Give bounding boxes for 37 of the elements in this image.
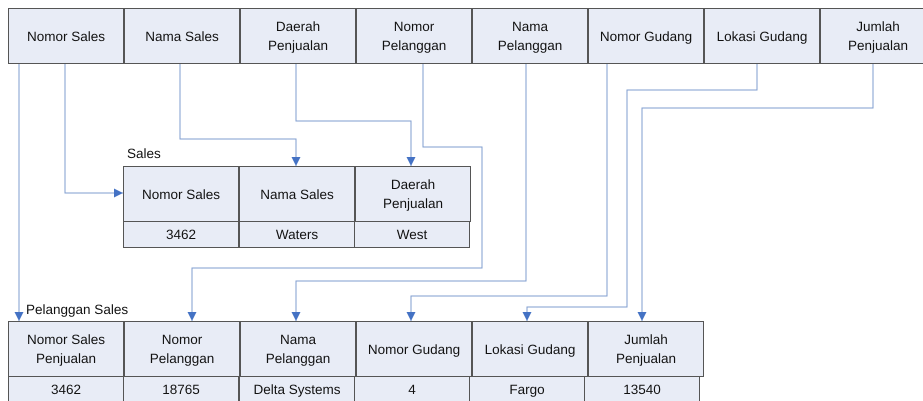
table-cell: 13540 <box>584 376 700 401</box>
arrow <box>522 64 758 322</box>
arrow <box>406 64 608 322</box>
table-title: Sales <box>127 146 161 161</box>
arrow <box>64 64 124 198</box>
arrow <box>188 64 482 322</box>
table-cell: 18765 <box>123 376 239 401</box>
table-header-cell: Jumlah Penjualan <box>588 321 704 377</box>
table-header-cell: Nomor Sales <box>123 166 239 222</box>
arrow <box>180 64 300 166</box>
table-cell: Waters <box>239 221 355 248</box>
table-header-cell: Nama Pelanggan <box>240 321 356 377</box>
column-header: Nomor Gudang <box>588 8 704 64</box>
table-cell: 4 <box>354 376 470 401</box>
table-header-cell: Nama Sales <box>239 166 355 222</box>
table-header-cell: Daerah Penjualan <box>355 166 471 222</box>
table-cell: 3462 <box>8 376 124 401</box>
table-cell: Fargo <box>469 376 585 401</box>
column-header: Daerah Penjualan <box>240 8 356 64</box>
table-cell: 3462 <box>123 221 239 248</box>
arrow <box>296 64 416 166</box>
table-header-cell: Nomor Gudang <box>356 321 472 377</box>
table-header-cell: Lokasi Gudang <box>472 321 588 377</box>
arrow <box>638 64 874 322</box>
table-cell: West <box>354 221 470 248</box>
column-header: Jumlah Penjualan <box>820 8 923 64</box>
table-title: Pelanggan Sales <box>26 302 128 317</box>
column-header: Lokasi Gudang <box>704 8 820 64</box>
column-header: Nomor Sales <box>8 8 124 64</box>
arrow <box>292 64 526 322</box>
column-header: Nomor Pelanggan <box>356 8 472 64</box>
table-cell: Delta Systems <box>239 376 355 401</box>
column-header: Nama Sales <box>124 8 240 64</box>
table-header-cell: Nomor Pelanggan <box>124 321 240 377</box>
table-header-cell: Nomor Sales Penjualan <box>8 321 124 377</box>
arrow <box>14 64 24 322</box>
column-header: Nama Pelanggan <box>472 8 588 64</box>
